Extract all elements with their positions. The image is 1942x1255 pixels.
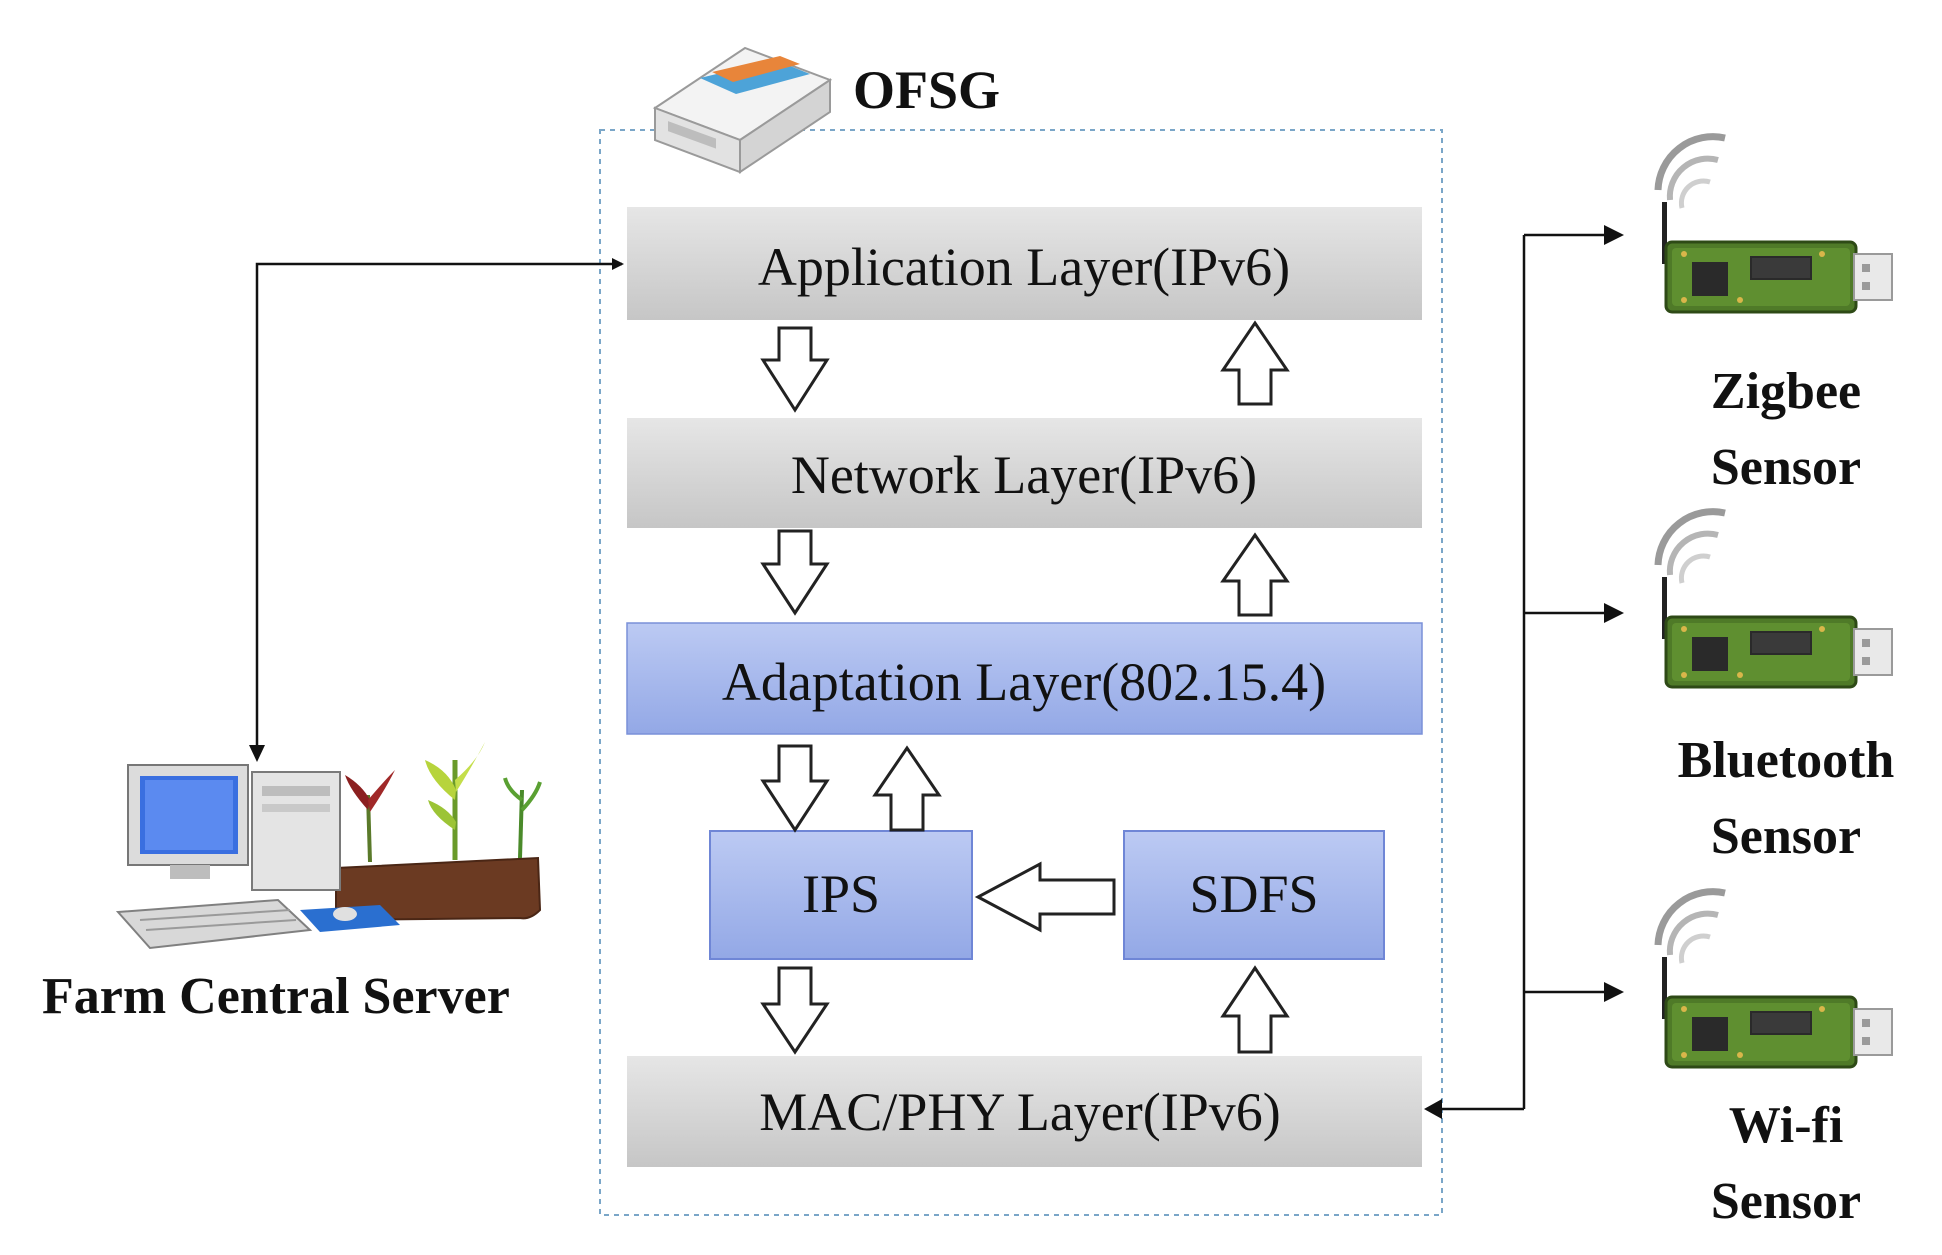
- up-arrow-ips-to-adapt: [872, 745, 942, 832]
- mac-phy-layer-label: MAC/PHY Layer(IPv6): [759, 1082, 1280, 1142]
- mac-phy-layer-box: [627, 1056, 1422, 1167]
- down-arrow-app-to-net: [760, 326, 830, 413]
- server-link-arrowhead-down: [249, 745, 265, 762]
- up-arrow-adapt-to-net: [1220, 532, 1290, 617]
- sensor-bus-arrowheads: [1424, 225, 1624, 1119]
- application-layer-label: Application Layer(IPv6): [758, 237, 1290, 297]
- network-layer-label: Network Layer(IPv6): [791, 445, 1257, 505]
- application-layer-box: [627, 207, 1422, 320]
- gateway-container: [599, 129, 1443, 1216]
- wifi-sensor-label-line1: Wi-fi: [1729, 1097, 1844, 1154]
- sensor-bus: [1437, 233, 1610, 1111]
- left-arrow-sdfs-to-ips: [974, 861, 1116, 933]
- layer-flow-arrows: [760, 320, 1290, 1055]
- bluetooth-sensor-icon: [1658, 512, 1892, 687]
- sdfs-label: SDFS: [1189, 864, 1318, 924]
- down-arrow-net-to-adapt: [760, 529, 830, 616]
- adaptation-layer-box: [626, 622, 1423, 735]
- adaptation-layer-label: Adaptation Layer(802.15.4): [722, 652, 1326, 712]
- zigbee-sensor-label-line1: Zigbee: [1711, 363, 1861, 420]
- wifi-sensor-icon: [1658, 892, 1892, 1067]
- bluetooth-sensor-label-line1: Bluetooth: [1678, 732, 1895, 789]
- up-arrow-mac-to-sdfs: [1220, 965, 1290, 1054]
- up-arrow-net-to-app: [1220, 320, 1290, 406]
- down-arrow-ips-to-mac: [760, 966, 830, 1055]
- down-arrow-adapt-to-ips: [760, 744, 830, 833]
- bluetooth-sensor-label-line2: Sensor: [1711, 808, 1861, 865]
- farm-server-label: Farm Central Server: [42, 968, 510, 1025]
- zigbee-sensor-icon: [1658, 137, 1892, 312]
- farm-server-illustration: [115, 742, 542, 950]
- ips-label: IPS: [802, 864, 880, 924]
- zigbee-sensor-label-line2: Sensor: [1711, 439, 1861, 496]
- network-layer-box: [627, 418, 1422, 528]
- wifi-sensor-label-line2: Sensor: [1711, 1173, 1861, 1230]
- gateway-device-icon: [652, 46, 833, 174]
- server-link-line: [255, 258, 624, 758]
- gateway-title: OFSG: [853, 60, 1000, 120]
- sdfs-box: [1123, 830, 1385, 960]
- ips-box: [709, 830, 973, 960]
